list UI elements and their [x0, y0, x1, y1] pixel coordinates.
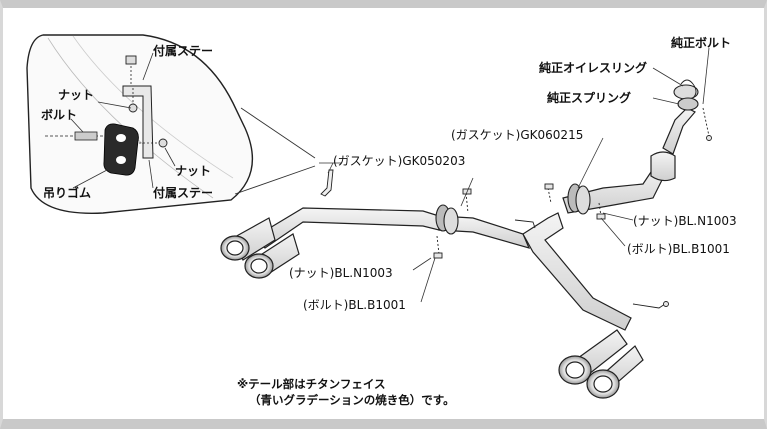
- hardware: [433, 79, 712, 309]
- bolt-right-label: (ボルト)BL.B1001: [627, 242, 730, 256]
- bolt-center-label: (ボルト)BL.B1001: [303, 298, 406, 312]
- inset-hanger-rubber-label: 吊りゴム: [43, 186, 92, 200]
- flange-joints: [435, 84, 699, 235]
- hanger-detail-inset: [26, 34, 316, 214]
- inset-bracket-top-label: 付属ステー: [153, 44, 214, 58]
- inset-bracket-bottom-label: 付属ステー: [153, 186, 214, 200]
- gasket-rear-label: (ガスケット)GK050203: [333, 154, 466, 168]
- inset-nut-left-label: ナット: [58, 88, 95, 102]
- genuine-bolt-label: 純正ボルト: [671, 36, 732, 50]
- inset-nut-right-label: ナット: [175, 164, 212, 178]
- titanium-note-line1: ※テール部はチタンフェイス: [237, 377, 386, 391]
- genuine-spring-label: 純正スプリング: [547, 91, 632, 105]
- tail-tips-left: [220, 217, 300, 279]
- exhaust-drawing: [26, 34, 712, 399]
- nut-center-label: (ナット)BL.N1003: [289, 266, 393, 280]
- inset-bolt-label: ボルト: [41, 108, 78, 122]
- nut-right-label: (ナット)BL.N1003: [633, 214, 737, 228]
- callout-leaders: [319, 47, 710, 303]
- tail-tips-right: [558, 329, 644, 399]
- genuine-oil-ring-label: 純正オイレスリング: [539, 61, 648, 75]
- gasket-front-label: (ガスケット)GK060215: [451, 128, 584, 142]
- titanium-note-line2: （青いグラデーションの焼き色）です。: [249, 393, 455, 407]
